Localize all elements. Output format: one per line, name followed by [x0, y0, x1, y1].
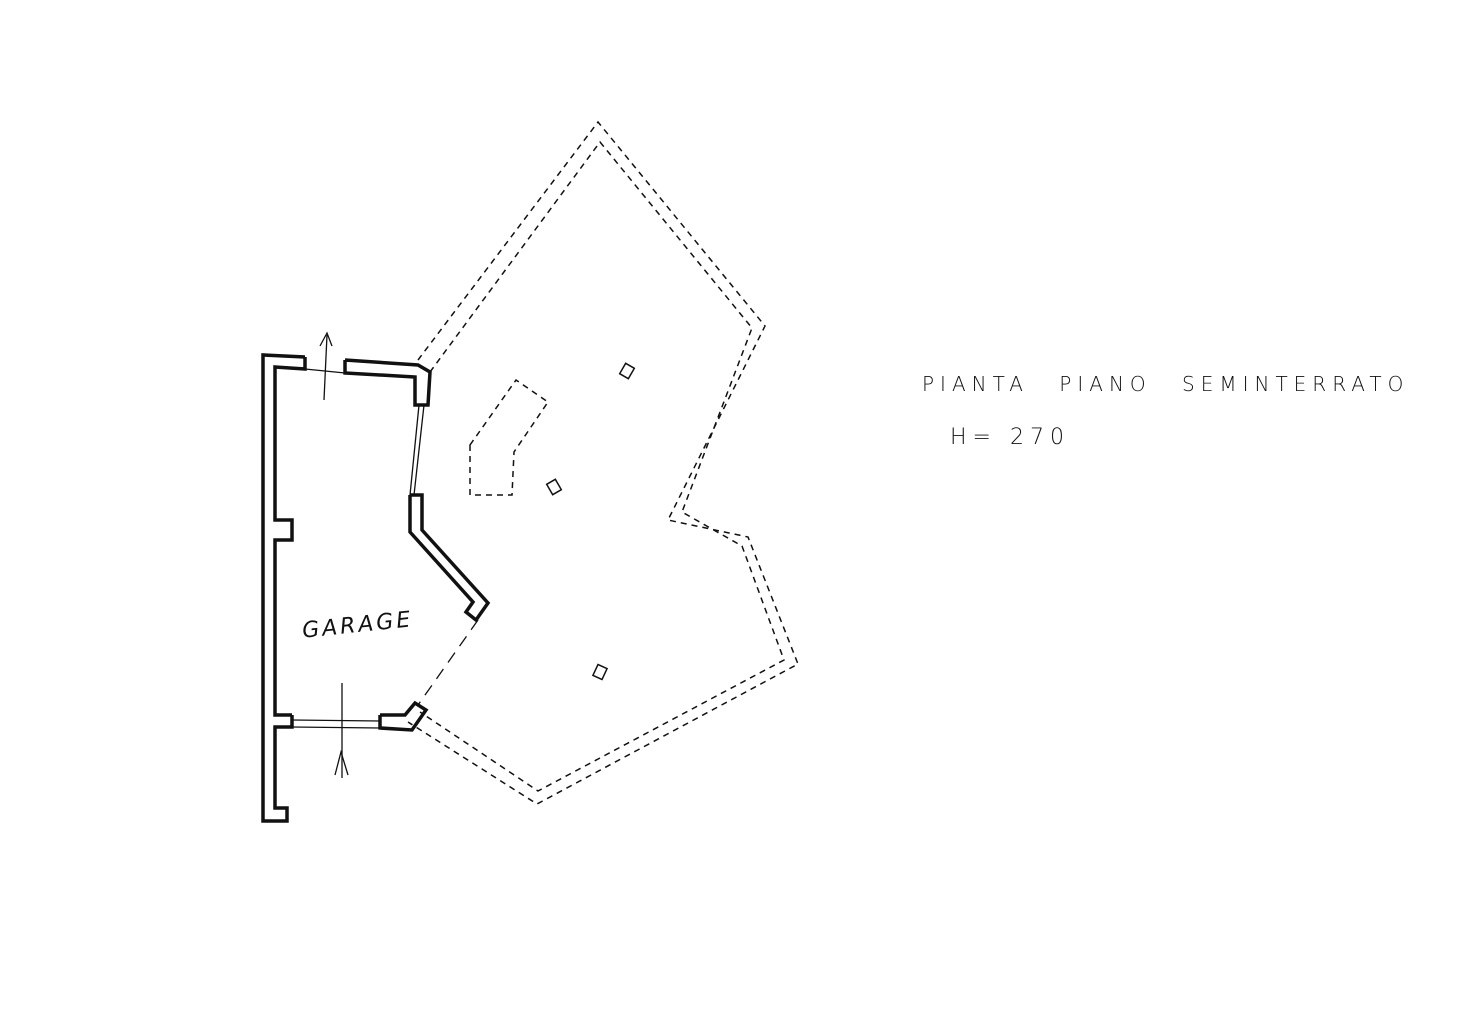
glass-partition-2	[409, 404, 420, 496]
dashed-outline-existing	[407, 120, 799, 805]
column	[591, 663, 609, 681]
wall-outer-left	[261, 353, 306, 823]
column	[545, 478, 563, 496]
window-bottom-inner	[291, 726, 381, 729]
openings	[291, 331, 479, 778]
arrow-bottom-head-icon	[334, 749, 349, 776]
garage-walls	[261, 353, 491, 823]
glass-partition	[413, 404, 425, 496]
arrow-top-icon	[323, 334, 328, 401]
wall-bottom-right	[378, 700, 429, 732]
wall-angled	[408, 493, 491, 623]
dashed-wall-inner	[419, 140, 785, 792]
dashed-interior-element	[469, 378, 550, 496]
wall-top-right	[343, 358, 432, 407]
wall-top-left	[273, 357, 307, 717]
window-bottom	[291, 719, 381, 722]
door-swing-line	[417, 619, 479, 706]
dashed-wall-outer	[407, 120, 799, 805]
columns	[545, 362, 636, 681]
column	[618, 362, 636, 380]
plan-title: PIANTA PIANO SEMINTERRATO	[922, 372, 1410, 396]
ceiling-height-label: H= 270	[950, 425, 1070, 450]
arrow-top-head-icon	[319, 331, 333, 347]
